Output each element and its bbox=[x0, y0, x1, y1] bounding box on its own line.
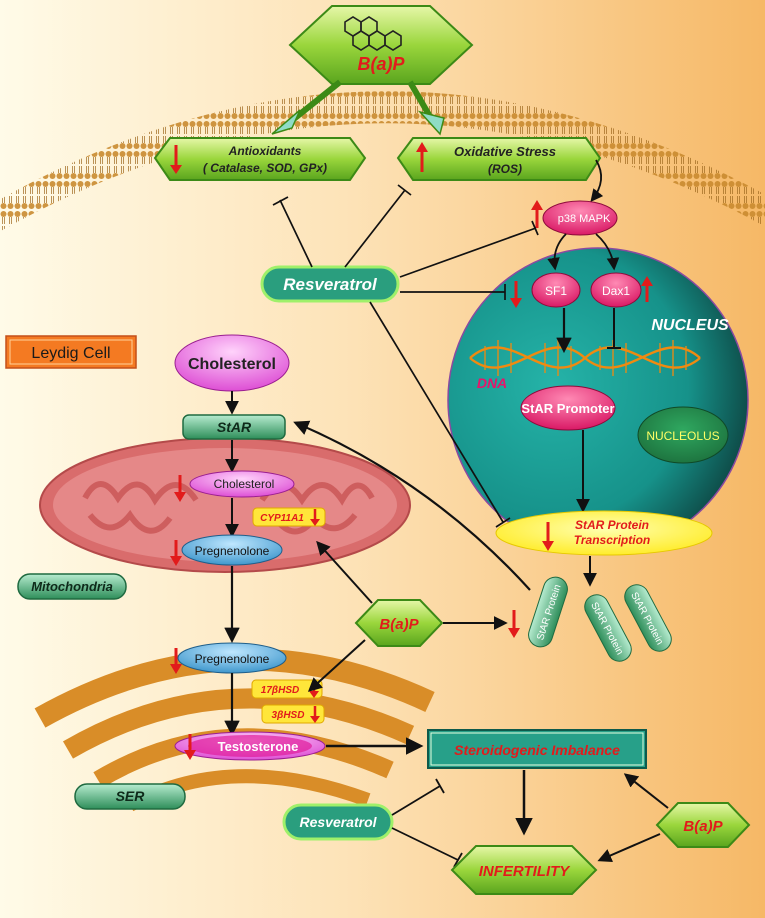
up-arrow-icon bbox=[531, 200, 543, 210]
resveratrol-label-top: Resveratrol bbox=[283, 275, 378, 294]
cyp11a1-node: CYP11A1 bbox=[252, 507, 326, 527]
star-promoter-label: StAR Promoter bbox=[521, 401, 614, 416]
steroidogenic-imbalance-box: Steroidogenic Imbalance bbox=[427, 729, 647, 769]
bap-label-top: B(a)P bbox=[357, 54, 405, 74]
down-arrow-icon bbox=[170, 556, 182, 566]
bap-to-hsd-arrow bbox=[307, 639, 366, 692]
dax1-label: Dax1 bbox=[602, 284, 630, 298]
ser-label-box: SER bbox=[74, 783, 186, 810]
star-transcription-node: StAR Protein Transcription bbox=[495, 510, 713, 556]
mitochondria-label: Mitochondria bbox=[31, 579, 113, 594]
down-arrow-icon bbox=[309, 691, 319, 698]
ros-label: (ROS) bbox=[488, 162, 522, 176]
down-arrow-icon bbox=[508, 628, 520, 638]
imbalance-label: Steroidogenic Imbalance bbox=[454, 742, 620, 758]
testosterone-node: Testosterone bbox=[174, 731, 326, 761]
ros-to-p38-arrow bbox=[590, 159, 604, 202]
leydig-cell-label-box: Leydig Cell bbox=[5, 335, 137, 369]
p38-label: p38 MAPK bbox=[558, 213, 611, 225]
down-arrow-icon bbox=[310, 716, 320, 723]
oxidative-stress-box: Oxidative Stress (ROS) bbox=[396, 137, 602, 181]
hsd3-node: 3βHSD bbox=[261, 704, 325, 724]
bap-top-arrows bbox=[271, 79, 445, 136]
down-arrow-icon bbox=[542, 541, 554, 551]
mitochondria bbox=[39, 437, 411, 573]
antioxidants-box: Antioxidants ( Catalase, SOD, GPx) bbox=[153, 137, 367, 181]
cholesterol-top-node: Cholesterol bbox=[174, 334, 290, 392]
down-arrow-icon bbox=[174, 492, 186, 502]
resveratrol-node-bottom: Resveratrol bbox=[282, 803, 394, 841]
hsd17-label: 17βHSD bbox=[261, 685, 299, 696]
sf1-label: SF1 bbox=[545, 284, 567, 298]
transcription-label-line2: Transcription bbox=[574, 533, 650, 547]
down-arrow-icon bbox=[310, 519, 320, 526]
p38-to-sf1-arrow bbox=[547, 233, 567, 271]
bap-ligand-top: B(a)P bbox=[288, 5, 474, 85]
pregnenolone-mito-node: Pregnenolone bbox=[170, 534, 283, 566]
dna-helix-icon bbox=[469, 340, 701, 376]
bap-ligand-middle: B(a)P bbox=[354, 599, 444, 647]
bap-ligand-bottom: B(a)P bbox=[655, 802, 751, 848]
oxidative-stress-label: Oxidative Stress bbox=[454, 144, 556, 159]
infertility-node: INFERTILITY bbox=[450, 845, 598, 895]
sf1-node: SF1 bbox=[510, 272, 581, 308]
up-arrow-icon bbox=[641, 276, 653, 286]
cholesterol-mito-node: Cholesterol bbox=[174, 470, 295, 502]
down-arrow-icon bbox=[510, 298, 522, 308]
bap-to-cyp11a1-arrow bbox=[316, 540, 373, 604]
bap-label-middle: B(a)P bbox=[379, 616, 419, 633]
infertility-label: INFERTILITY bbox=[479, 863, 572, 880]
pregnenolone-er-label: Pregnenolone bbox=[195, 652, 270, 666]
nucleus-label: NUCLEUS bbox=[651, 317, 729, 334]
benzopyrene-structure-icon bbox=[344, 16, 402, 51]
mitochondria-label-box: Mitochondria bbox=[17, 573, 127, 600]
hsd3-label: 3βHSD bbox=[272, 710, 305, 721]
resveratrol-inhibitions bbox=[272, 184, 539, 528]
ser-label: SER bbox=[116, 788, 146, 804]
nucleolus-label: NUCLEOLUS bbox=[646, 429, 719, 443]
bap-to-infertility-arrow bbox=[597, 833, 661, 862]
bap-to-imbalance-arrow bbox=[623, 773, 669, 809]
antioxidants-label: Antioxidants bbox=[228, 144, 302, 158]
resveratrol-label-bottom: Resveratrol bbox=[299, 814, 377, 830]
p38-to-dax1-arrow bbox=[595, 233, 620, 271]
bap-label-bottom: B(a)P bbox=[683, 818, 723, 835]
resveratrol-node-top: Resveratrol bbox=[260, 265, 400, 303]
cell-membrane bbox=[0, 91, 765, 232]
p38-mapk-node: p38 MAPK bbox=[531, 200, 618, 236]
cholesterol-mito-label: Cholesterol bbox=[214, 477, 275, 491]
antioxidants-enzymes-label: ( Catalase, SOD, GPx) bbox=[203, 161, 327, 175]
pregnenolone-mito-label: Pregnenolone bbox=[195, 544, 270, 558]
dax1-node: Dax1 bbox=[590, 272, 653, 308]
down-arrow-icon bbox=[184, 750, 196, 760]
transcription-label-line1: StAR Protein bbox=[575, 518, 649, 532]
up-arrow-icon bbox=[416, 142, 428, 152]
cholesterol-top-label: Cholesterol bbox=[188, 356, 276, 373]
star-node: StAR bbox=[182, 414, 286, 440]
resveratrol-bottom-inhibitions bbox=[391, 778, 463, 868]
cyp11a1-label: CYP11A1 bbox=[260, 513, 304, 524]
star-label: StAR bbox=[217, 419, 252, 435]
down-arrow-icon bbox=[170, 664, 182, 674]
testosterone-label: Testosterone bbox=[218, 739, 299, 754]
leydig-cell-label: Leydig Cell bbox=[31, 345, 110, 362]
dna-label: DNA bbox=[477, 375, 507, 391]
down-arrow-icon bbox=[170, 165, 182, 174]
star-protein-to-star-arrow bbox=[293, 420, 531, 591]
